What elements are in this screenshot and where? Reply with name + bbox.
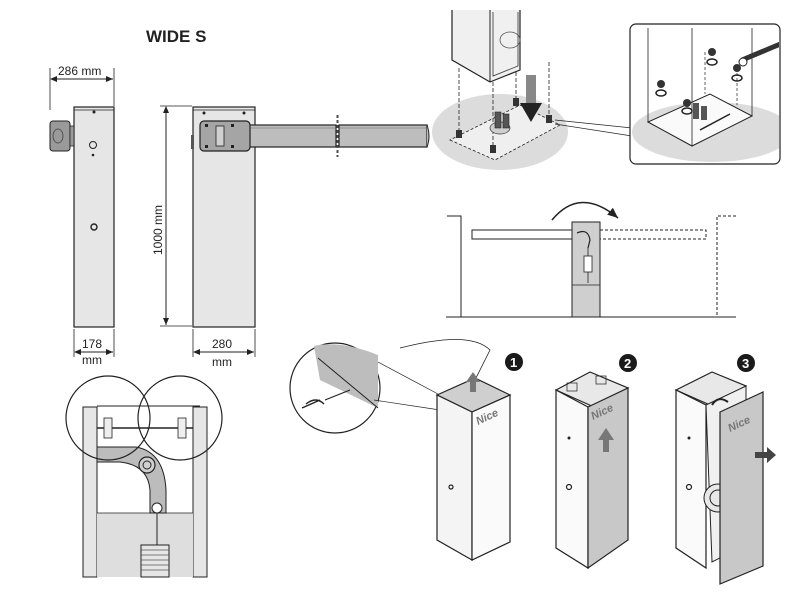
step-3-drawing: Nice 3 — [674, 354, 776, 585]
step-badge-1: 1 — [510, 355, 517, 370]
product-title: WIDE S — [146, 27, 206, 46]
step-1-drawing: Nice 1 — [289, 339, 523, 562]
step-2-drawing: Nice 2 — [554, 354, 637, 570]
front-view-drawing: 1000 mm 280 mm — [151, 105, 430, 369]
dim-width-top: 286 mm — [58, 64, 101, 78]
side-view-drawing: 286 mm 178 mm — [49, 64, 115, 367]
dim-height: 1000 mm — [151, 205, 165, 255]
boom-direction-drawing — [446, 201, 736, 318]
dim-depth-value: 178 — [82, 337, 102, 351]
dim-width-value: 280 — [212, 337, 232, 351]
dim-width-unit: mm — [212, 355, 232, 369]
step-badge-2: 2 — [624, 356, 631, 371]
dim-depth-unit: mm — [82, 353, 102, 367]
base-mounting-drawing — [432, 10, 781, 170]
step-badge-3: 3 — [742, 356, 749, 371]
spring-detail-drawing — [65, 375, 223, 578]
